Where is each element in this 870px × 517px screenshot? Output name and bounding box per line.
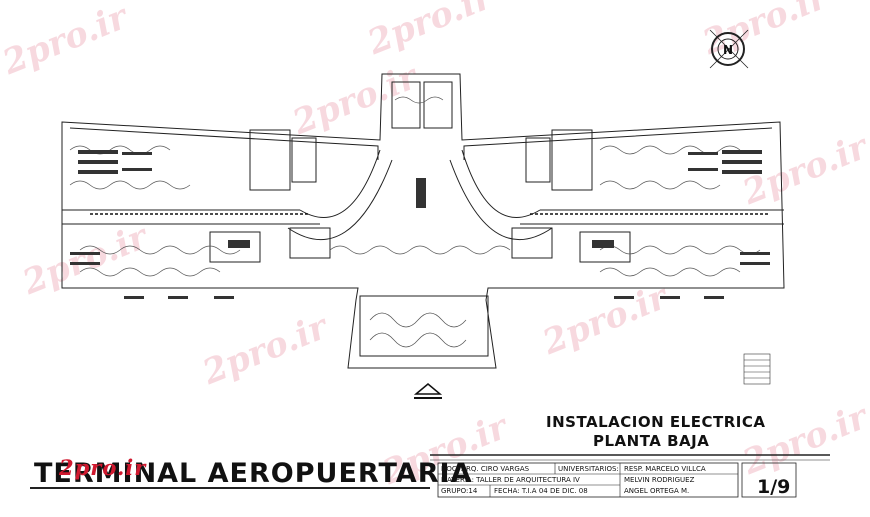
tb-grupo: GRUPO:14 xyxy=(441,487,478,495)
equipment-block xyxy=(740,252,770,255)
wall-line xyxy=(463,127,773,160)
tb-student2: MELVIN RODRIGUEZ xyxy=(624,476,695,484)
equipment-block xyxy=(214,296,234,299)
room xyxy=(551,129,593,191)
equipment-block xyxy=(722,150,762,154)
room xyxy=(579,231,631,263)
compass-rose xyxy=(709,29,749,69)
room xyxy=(511,227,553,259)
concourse-curve xyxy=(287,159,393,241)
tb-universitarios: UNIVERSITARIOS: xyxy=(558,465,619,473)
plan-subtitle-1: INSTALACION ELECTRICA xyxy=(546,413,766,431)
logo-overlay: 2pro.ir xyxy=(59,455,147,480)
room xyxy=(291,137,317,183)
concourse-curve xyxy=(449,159,553,240)
equipment-block xyxy=(722,160,762,164)
drawing-title-text: TERMINAL AEROPUERTARIA xyxy=(34,458,473,489)
tb-resp: RESP. MARCELO VILLCA xyxy=(624,465,706,473)
equipment-block xyxy=(416,178,426,208)
room xyxy=(289,227,331,259)
entrance-symbol xyxy=(413,383,443,399)
sheet-number-box xyxy=(741,462,797,498)
circuit-run xyxy=(69,145,171,155)
equipment-block xyxy=(740,262,770,265)
legend xyxy=(743,353,771,385)
circuit-run xyxy=(329,245,511,255)
room xyxy=(423,81,453,129)
equipment-block xyxy=(70,262,100,265)
equipment-block xyxy=(122,168,152,171)
tb-doc: DOC. ARQ. CIRO VARGAS xyxy=(441,465,530,473)
equipment-block xyxy=(78,150,118,154)
equipment-block xyxy=(168,296,188,299)
equipment-block xyxy=(70,252,100,255)
concourse-curve xyxy=(461,149,541,218)
equipment-block xyxy=(688,168,718,171)
equipment-block xyxy=(660,296,680,299)
equipment-block xyxy=(614,296,634,299)
circuit-run xyxy=(599,245,761,255)
tb-materia: MATERIA: TALLER DE ARQUITECTURA IV xyxy=(441,476,580,484)
room xyxy=(249,129,291,191)
building-outline xyxy=(61,73,785,369)
sheet-number: 1/9 xyxy=(757,476,791,498)
equipment-block xyxy=(592,240,614,248)
circuit-run xyxy=(79,267,221,277)
circuit-run xyxy=(369,312,467,328)
compass-north-label: N xyxy=(723,43,733,57)
circuit-run xyxy=(79,245,241,255)
drawing-title: TERMINAL AEROPUERTARIA 2pro.ir xyxy=(34,455,473,489)
equipment-block xyxy=(122,152,152,155)
circuit-run xyxy=(599,145,741,155)
wall-line xyxy=(69,127,379,160)
circuit-run xyxy=(599,180,721,190)
concourse-curve xyxy=(299,149,381,218)
room xyxy=(391,81,421,129)
plan-subtitle-2: PLANTA BAJA xyxy=(593,432,710,450)
equipment-block xyxy=(704,296,724,299)
title-block-box xyxy=(437,462,739,498)
equipment-block xyxy=(228,240,250,248)
equipment-block xyxy=(722,170,762,174)
tb-student3: ANGEL ORTEGA M. xyxy=(624,487,690,495)
equipment-block xyxy=(124,296,144,299)
room xyxy=(209,231,261,263)
equipment-block xyxy=(78,160,118,164)
circuit-run xyxy=(369,332,467,348)
equipment-block xyxy=(78,170,118,174)
circuit-run xyxy=(69,180,191,190)
circuit-run xyxy=(394,96,444,104)
circuit-run xyxy=(599,267,741,277)
lobby xyxy=(359,295,489,357)
equipment-block xyxy=(688,152,718,155)
tb-fecha: FECHA: T.I.A 04 DE DIC. 08 xyxy=(494,487,588,495)
room xyxy=(525,137,551,183)
